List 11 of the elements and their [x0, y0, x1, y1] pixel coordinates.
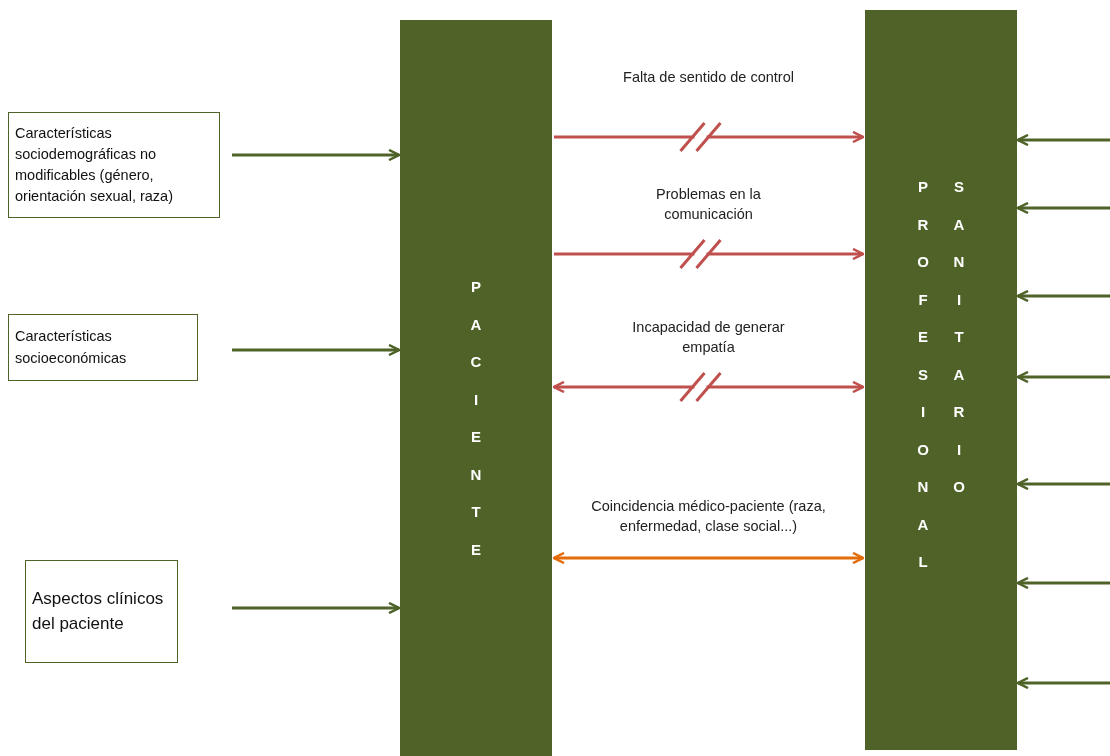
factor-text: Aspectos clínicos del paciente	[32, 587, 165, 635]
factor-box	[8, 314, 198, 381]
actor-bar	[400, 20, 552, 756]
factor-box	[8, 112, 220, 218]
actor-bar	[865, 10, 1017, 750]
factor-text: Características sociodemográficas no modificables (género, orientación sexual, raza)	[15, 123, 174, 206]
vertical-label: PROFESIONAL	[917, 177, 929, 572]
vertical-label: PACIENTE	[470, 277, 482, 560]
factor-text: Características socioeconómicas	[15, 327, 128, 368]
vertical-label: SANITARIO	[953, 177, 965, 497]
factor-box	[25, 560, 178, 663]
